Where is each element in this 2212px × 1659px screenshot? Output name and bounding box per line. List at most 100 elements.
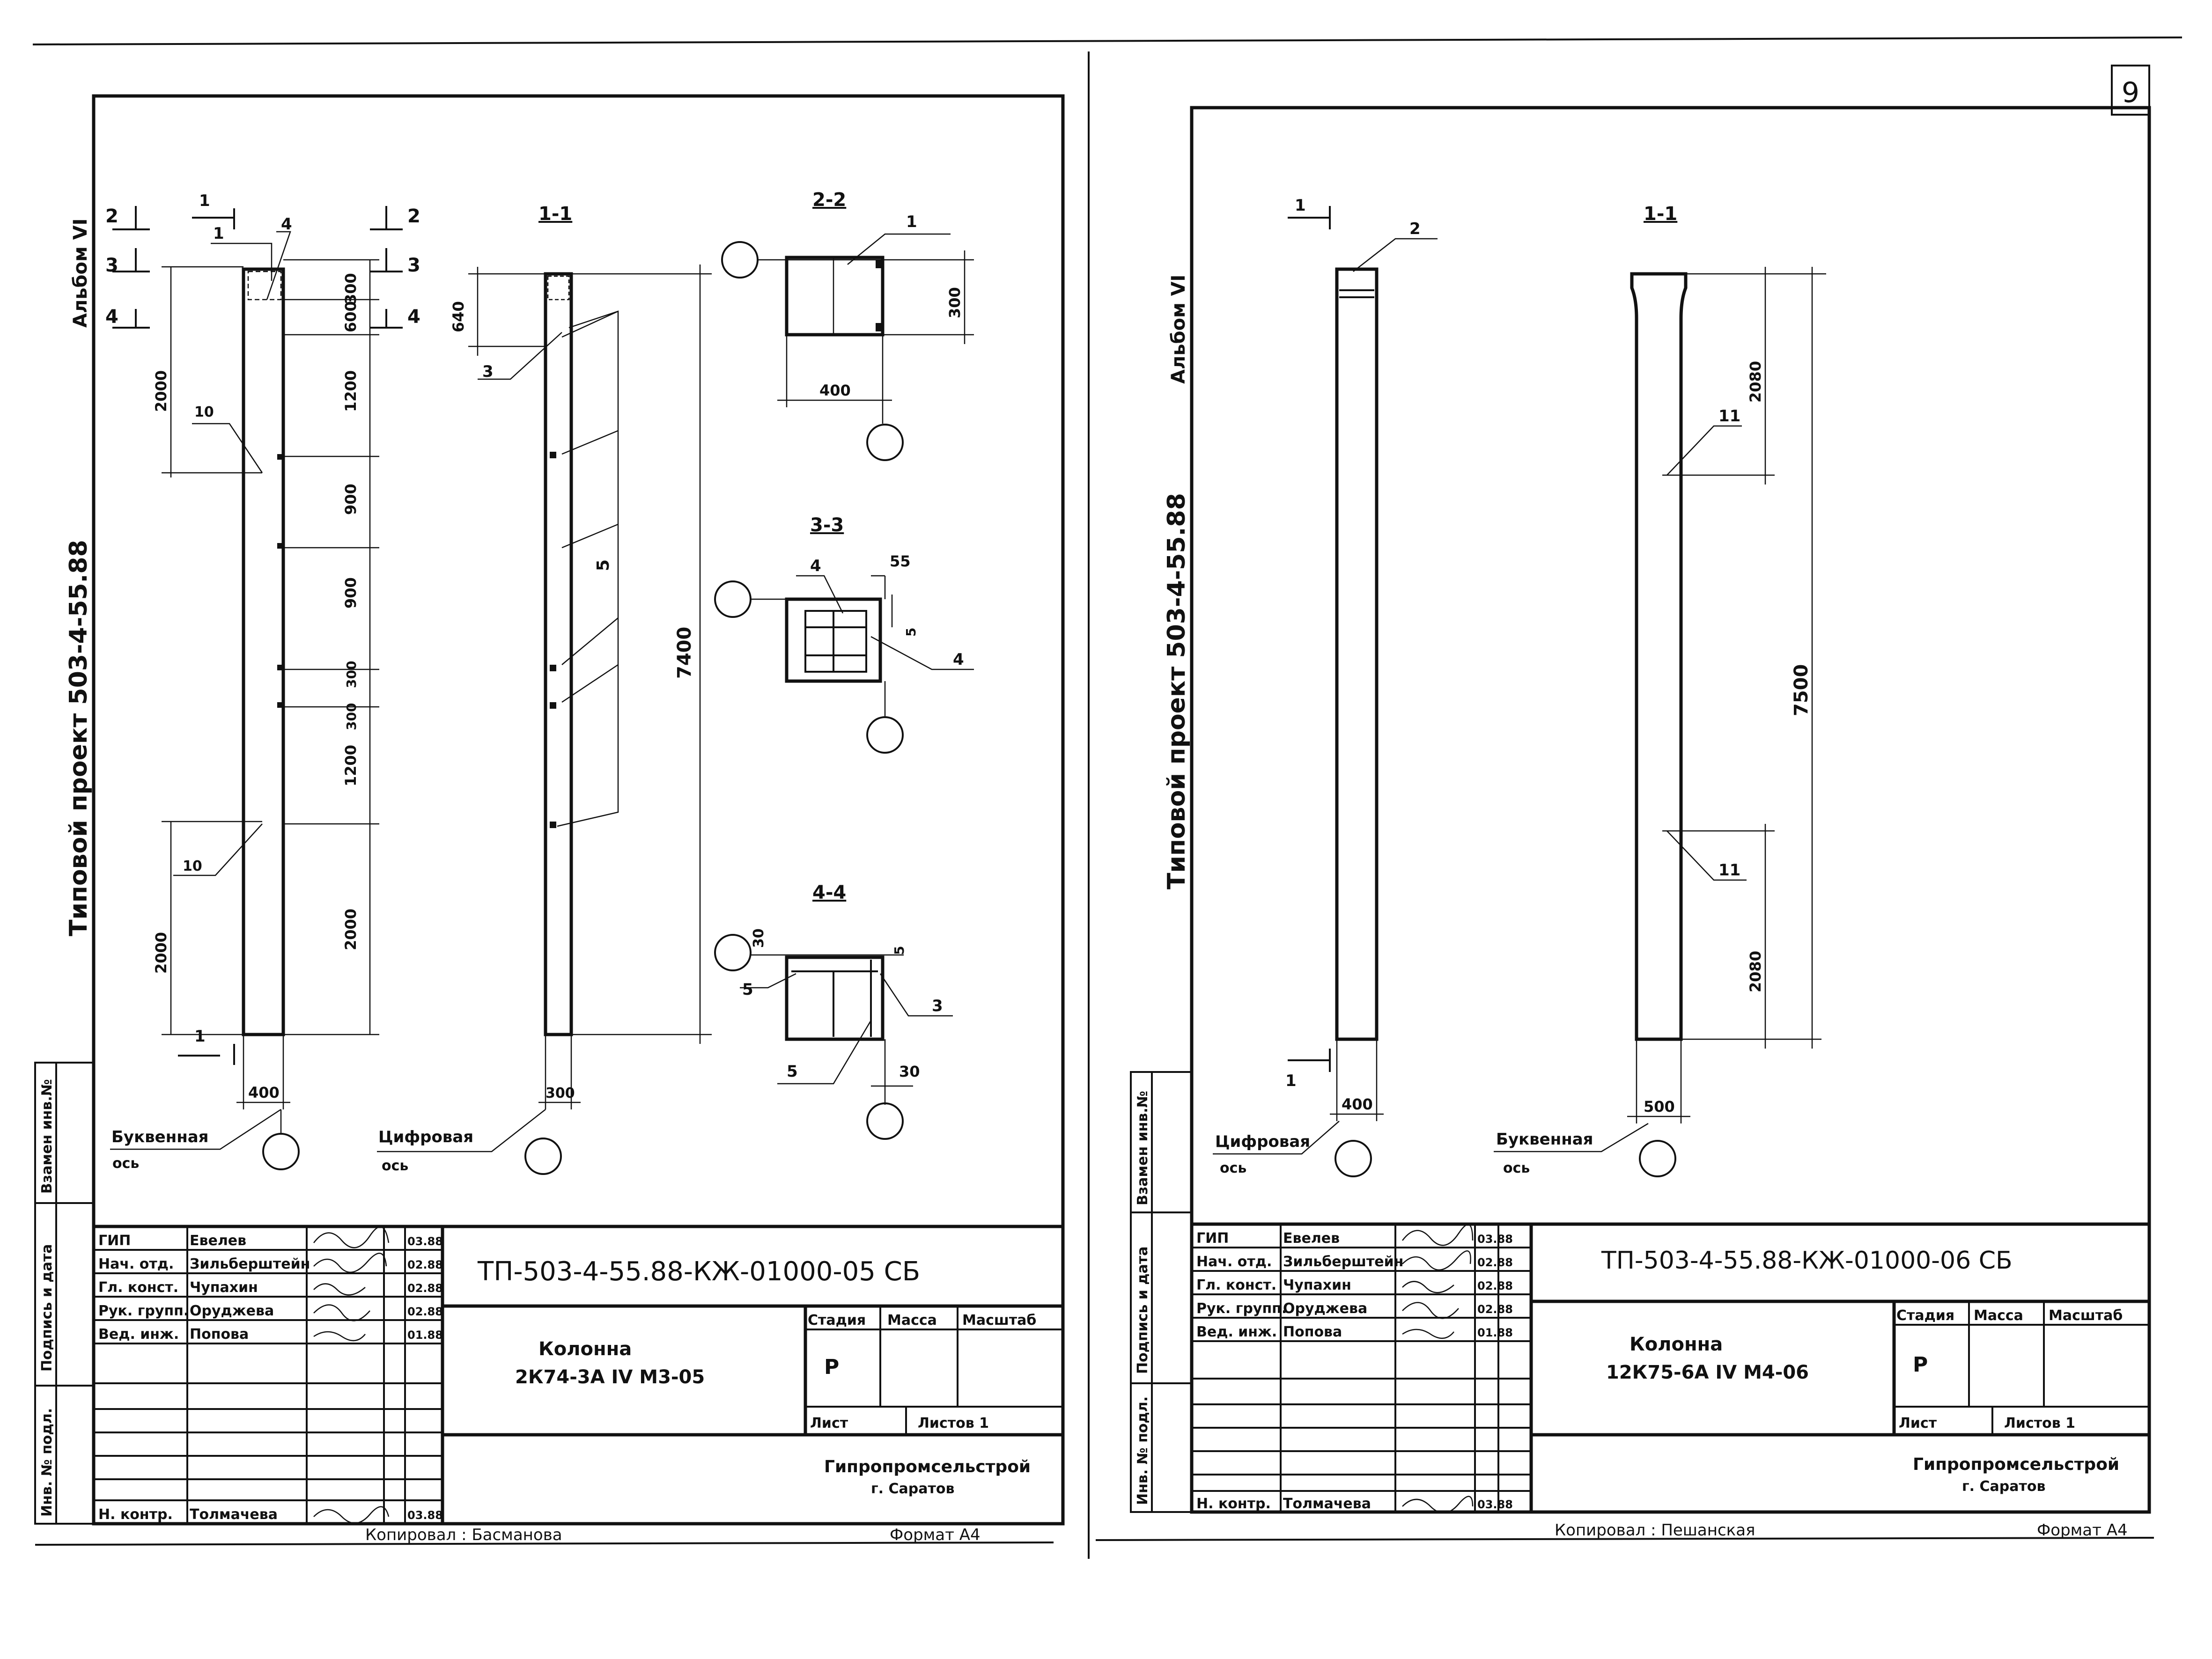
tb-name: Зильберштейн: [190, 1256, 310, 1272]
width-400: 400: [248, 1084, 280, 1101]
right-project-label: Типовой проект 503-4-55.88: [1163, 493, 1191, 889]
dim-left-2000-top: 2000: [152, 370, 170, 412]
left-stamp-inv: Инв. № подл.: [39, 1408, 55, 1517]
section-mark-bottom: 1: [1285, 1072, 1297, 1090]
axis-label-digit: Цифровая: [378, 1128, 473, 1146]
axis-bubble: [866, 1102, 904, 1140]
tb-date: 02.88: [407, 1258, 443, 1271]
callout-leader: [847, 233, 951, 265]
callout-leader: [478, 332, 562, 380]
section-4-4-callout-left: 5: [742, 980, 753, 999]
tb-stage: Р: [824, 1355, 839, 1379]
cut-marks: [112, 206, 403, 1065]
left-title-block: ГИП Евелев 03.88 Нач. отд. Зильберштейн …: [92, 1225, 1065, 1526]
bottom-edge-line-right: [1095, 1537, 2154, 1541]
tb-control-date: 03.88: [1477, 1498, 1513, 1511]
column-body: [1335, 267, 1379, 1041]
tb-name: Евелев: [190, 1233, 246, 1249]
axis-leader: [377, 1109, 546, 1152]
page-number-box: [2111, 65, 2150, 116]
callout-3: 3: [482, 362, 494, 381]
left-sheet: Типовой проект 503-4-55.88 Альбом VI Инв…: [34, 94, 1065, 1526]
section-mark-top: 1: [1295, 196, 1306, 215]
dim-640: 640: [450, 301, 467, 332]
tb-item-mark: 2К74-3А IV М3-05: [515, 1366, 705, 1388]
callout-leader: [879, 973, 953, 1017]
callout-leader: [870, 636, 974, 670]
axis-label-word: ось: [112, 1155, 139, 1172]
tb-role: Нач. отд.: [98, 1256, 174, 1272]
width-400: 400: [1342, 1095, 1373, 1113]
tb-control-date: 03.88: [407, 1509, 443, 1522]
section-1-1-title: 1-1: [1644, 203, 1677, 225]
axis-leader: [1213, 1121, 1340, 1155]
signature: [1402, 1329, 1454, 1339]
tb-sheets: Листов 1: [918, 1415, 989, 1431]
dim-2000: 2000: [342, 909, 360, 950]
tb-item-name: Колонна: [538, 1338, 632, 1360]
axis-bubble: [262, 1133, 300, 1170]
tb-name: Попова: [1283, 1324, 1342, 1340]
left-elevation: 2 3 4 2 3 4 1 1 1 4 10 10: [105, 191, 420, 1172]
section-2-2-title: 2-2: [812, 189, 846, 211]
axis-bubble: [1335, 1140, 1372, 1177]
dim-1200: 1200: [342, 370, 360, 412]
left-stamp-replace: Взамен инв.№: [39, 1079, 55, 1194]
left-section-4-4: 4-4 30 5 5 5 3 30: [714, 882, 953, 1140]
callout-1: 1: [213, 224, 224, 243]
dim-300: 300: [344, 703, 359, 730]
dim-30-bottom: 30: [899, 1063, 920, 1080]
embed-marker: [550, 702, 556, 709]
section-2-2-callout: 1: [906, 213, 917, 231]
axis-bubble: [866, 424, 904, 461]
right-album-label: Альбом VI: [1168, 275, 1189, 384]
dim-chain-right: [283, 259, 379, 1035]
axis-label-word: ось: [1503, 1160, 1530, 1176]
cut-label-3-right: 3: [407, 255, 420, 276]
section-3-3-cage: [804, 610, 867, 673]
dim-900: 900: [342, 484, 360, 515]
section-3-3-title: 3-3: [810, 514, 844, 536]
embedded-plate: [247, 271, 282, 301]
dim-30-top: 30: [751, 928, 767, 948]
dim-2080-top: 2080: [1747, 361, 1764, 403]
tb-role: Гл. конст.: [1196, 1277, 1276, 1293]
callout-5: 5: [594, 559, 613, 571]
dim-5-right: 5: [892, 946, 907, 955]
tb-mass-header: Масса: [887, 1312, 937, 1329]
embed-marker: [277, 665, 283, 670]
right-copy-label: Копировал : Пешанская: [1555, 1521, 1755, 1540]
tb-name: Оруджева: [1283, 1300, 1367, 1317]
dim-900: 900: [342, 577, 360, 609]
callout-10-top: 10: [194, 404, 214, 420]
tb-role: ГИП: [1196, 1230, 1229, 1247]
tb-date: 01.88: [1477, 1326, 1513, 1339]
tb-org: Гипропромсельстрой: [1913, 1455, 2119, 1474]
signature: [1402, 1302, 1459, 1319]
dim-7500: 7500: [1791, 664, 1812, 716]
tb-name: Попова: [190, 1326, 249, 1343]
tb-role: Рук. групп.: [98, 1303, 189, 1319]
callout-10-bottom: 10: [183, 858, 202, 874]
section-4-4-title: 4-4: [812, 882, 846, 903]
left-stamp-sign: Подпись и дата: [39, 1244, 55, 1372]
rebar-link: [561, 523, 619, 549]
tb-item-mark: 12К75-6А IV М4-06: [1606, 1362, 1809, 1383]
left-album-label: Альбом VI: [70, 219, 91, 328]
rebar-link: [561, 664, 619, 703]
dim-1200: 1200: [342, 745, 360, 786]
right-section-1-1: 1-1 2080 7500 2080 11 11 500 Буквенная о…: [1494, 203, 1826, 1177]
tb-name: Зильберштейн: [1283, 1254, 1403, 1270]
axis-bubble: [1639, 1140, 1676, 1177]
cut-label-2-left: 2: [105, 206, 118, 227]
axis-bubble: [866, 716, 904, 754]
embed-marker: [277, 702, 283, 708]
right-title-block: ГИП Евелев 03.88 Нач. отд. Зильберштейн …: [1190, 1222, 2151, 1514]
tb-control-role: Н. контр.: [1196, 1496, 1271, 1512]
embed-marker: [550, 822, 556, 828]
tb-date: 02.88: [407, 1305, 443, 1318]
embed-marker: [550, 665, 556, 671]
width-500: 500: [1644, 1098, 1675, 1116]
tb-date: 02.88: [1477, 1256, 1513, 1269]
